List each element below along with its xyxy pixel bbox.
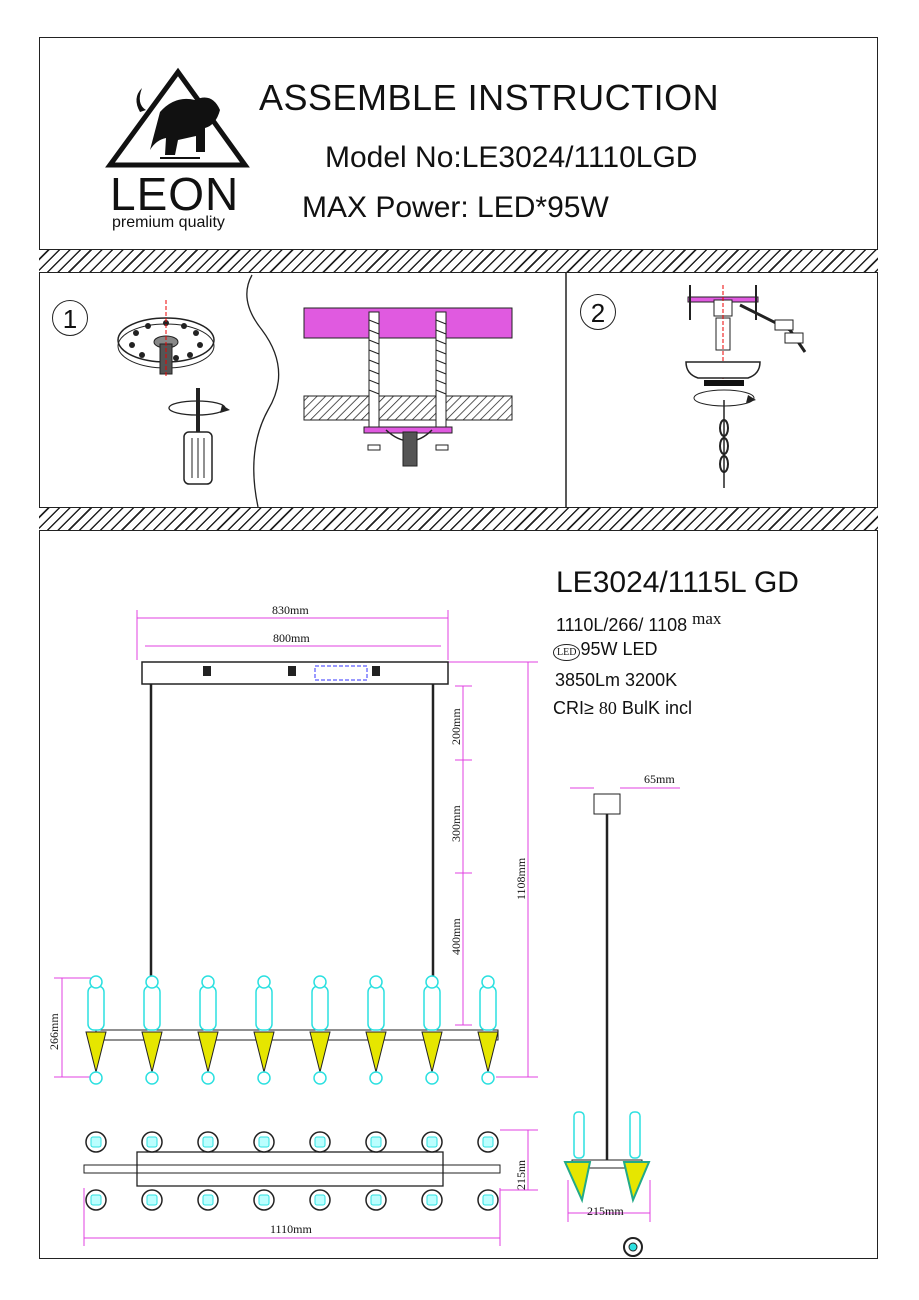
ceiling-mounting-icon (303, 307, 513, 467)
dim-200: 200mm (449, 708, 463, 745)
top-view-head-core (370, 1194, 382, 1206)
dim-266: 266mm (47, 1013, 61, 1050)
cri-spec: CRI≥ 80 BulK incl (553, 698, 692, 718)
top-view-head-core (426, 1194, 438, 1206)
step-number-1: 1 (52, 300, 88, 336)
top-view-head-core (482, 1136, 494, 1148)
size-spec: 1110L/266/ 1108 max (556, 609, 722, 635)
canopy-plate-icon (117, 300, 215, 378)
top-view-head-core (146, 1136, 158, 1148)
product-code: LE3024/1115L GD (556, 566, 799, 599)
light-head (477, 975, 499, 1085)
ceiling-hatch-bottom (39, 507, 878, 531)
top-view-head-core (314, 1194, 326, 1206)
screwdriver-icon (183, 388, 213, 485)
dim-800: 800mm (273, 631, 310, 645)
top-view-head-core (370, 1136, 382, 1148)
top-view-head-core (90, 1194, 102, 1206)
canopy-cover-icon (685, 361, 761, 407)
dim-830: 830mm (272, 603, 309, 617)
top-view-head-core (314, 1136, 326, 1148)
top-view-heads (85, 1131, 499, 1211)
top-view-bar (83, 1164, 501, 1174)
page-title: ASSEMBLE INSTRUCTION (259, 77, 720, 118)
dim-1108: 1108mm (514, 857, 528, 900)
brand-name: LEON (110, 168, 240, 220)
light-heads (85, 975, 499, 1085)
hanging-chain-icon (719, 400, 729, 488)
light-head (253, 975, 275, 1085)
dim-65: 65mm (644, 772, 675, 786)
model-number: Model No:LE3024/1110LGD (325, 141, 698, 174)
light-head (197, 975, 219, 1085)
wiring-connection-icon (687, 285, 807, 380)
light-head (141, 975, 163, 1085)
side-canopy (593, 793, 621, 815)
light-head (309, 975, 331, 1085)
top-view-head-core (90, 1136, 102, 1148)
dim-215-top: 215nn (514, 1160, 528, 1190)
brand-tagline: premium quality (112, 214, 225, 231)
dim-1110: 1110mm (270, 1222, 312, 1236)
ceiling-hatch-top (39, 249, 878, 273)
dim-400: 400mm (449, 918, 463, 955)
light-head (365, 975, 387, 1085)
top-view-head-core (258, 1194, 270, 1206)
top-view-head-core (202, 1136, 214, 1148)
max-power: MAX Power: LED*95W (302, 191, 609, 224)
top-view-head-core (146, 1194, 158, 1206)
step-number-2: 2 (580, 294, 616, 330)
light-head (421, 975, 443, 1085)
top-view-head-core (258, 1136, 270, 1148)
lumen-spec: 3850Lm 3200K (555, 670, 678, 690)
dim-215-side: 215mm (587, 1204, 624, 1218)
led-badge-icon: LED (553, 644, 581, 661)
top-view-head-core (426, 1136, 438, 1148)
page-frame (39, 37, 878, 1259)
top-view-head-core (482, 1194, 494, 1206)
dim-300: 300mm (449, 805, 463, 842)
light-head (85, 975, 107, 1085)
top-view-head-core (202, 1194, 214, 1206)
